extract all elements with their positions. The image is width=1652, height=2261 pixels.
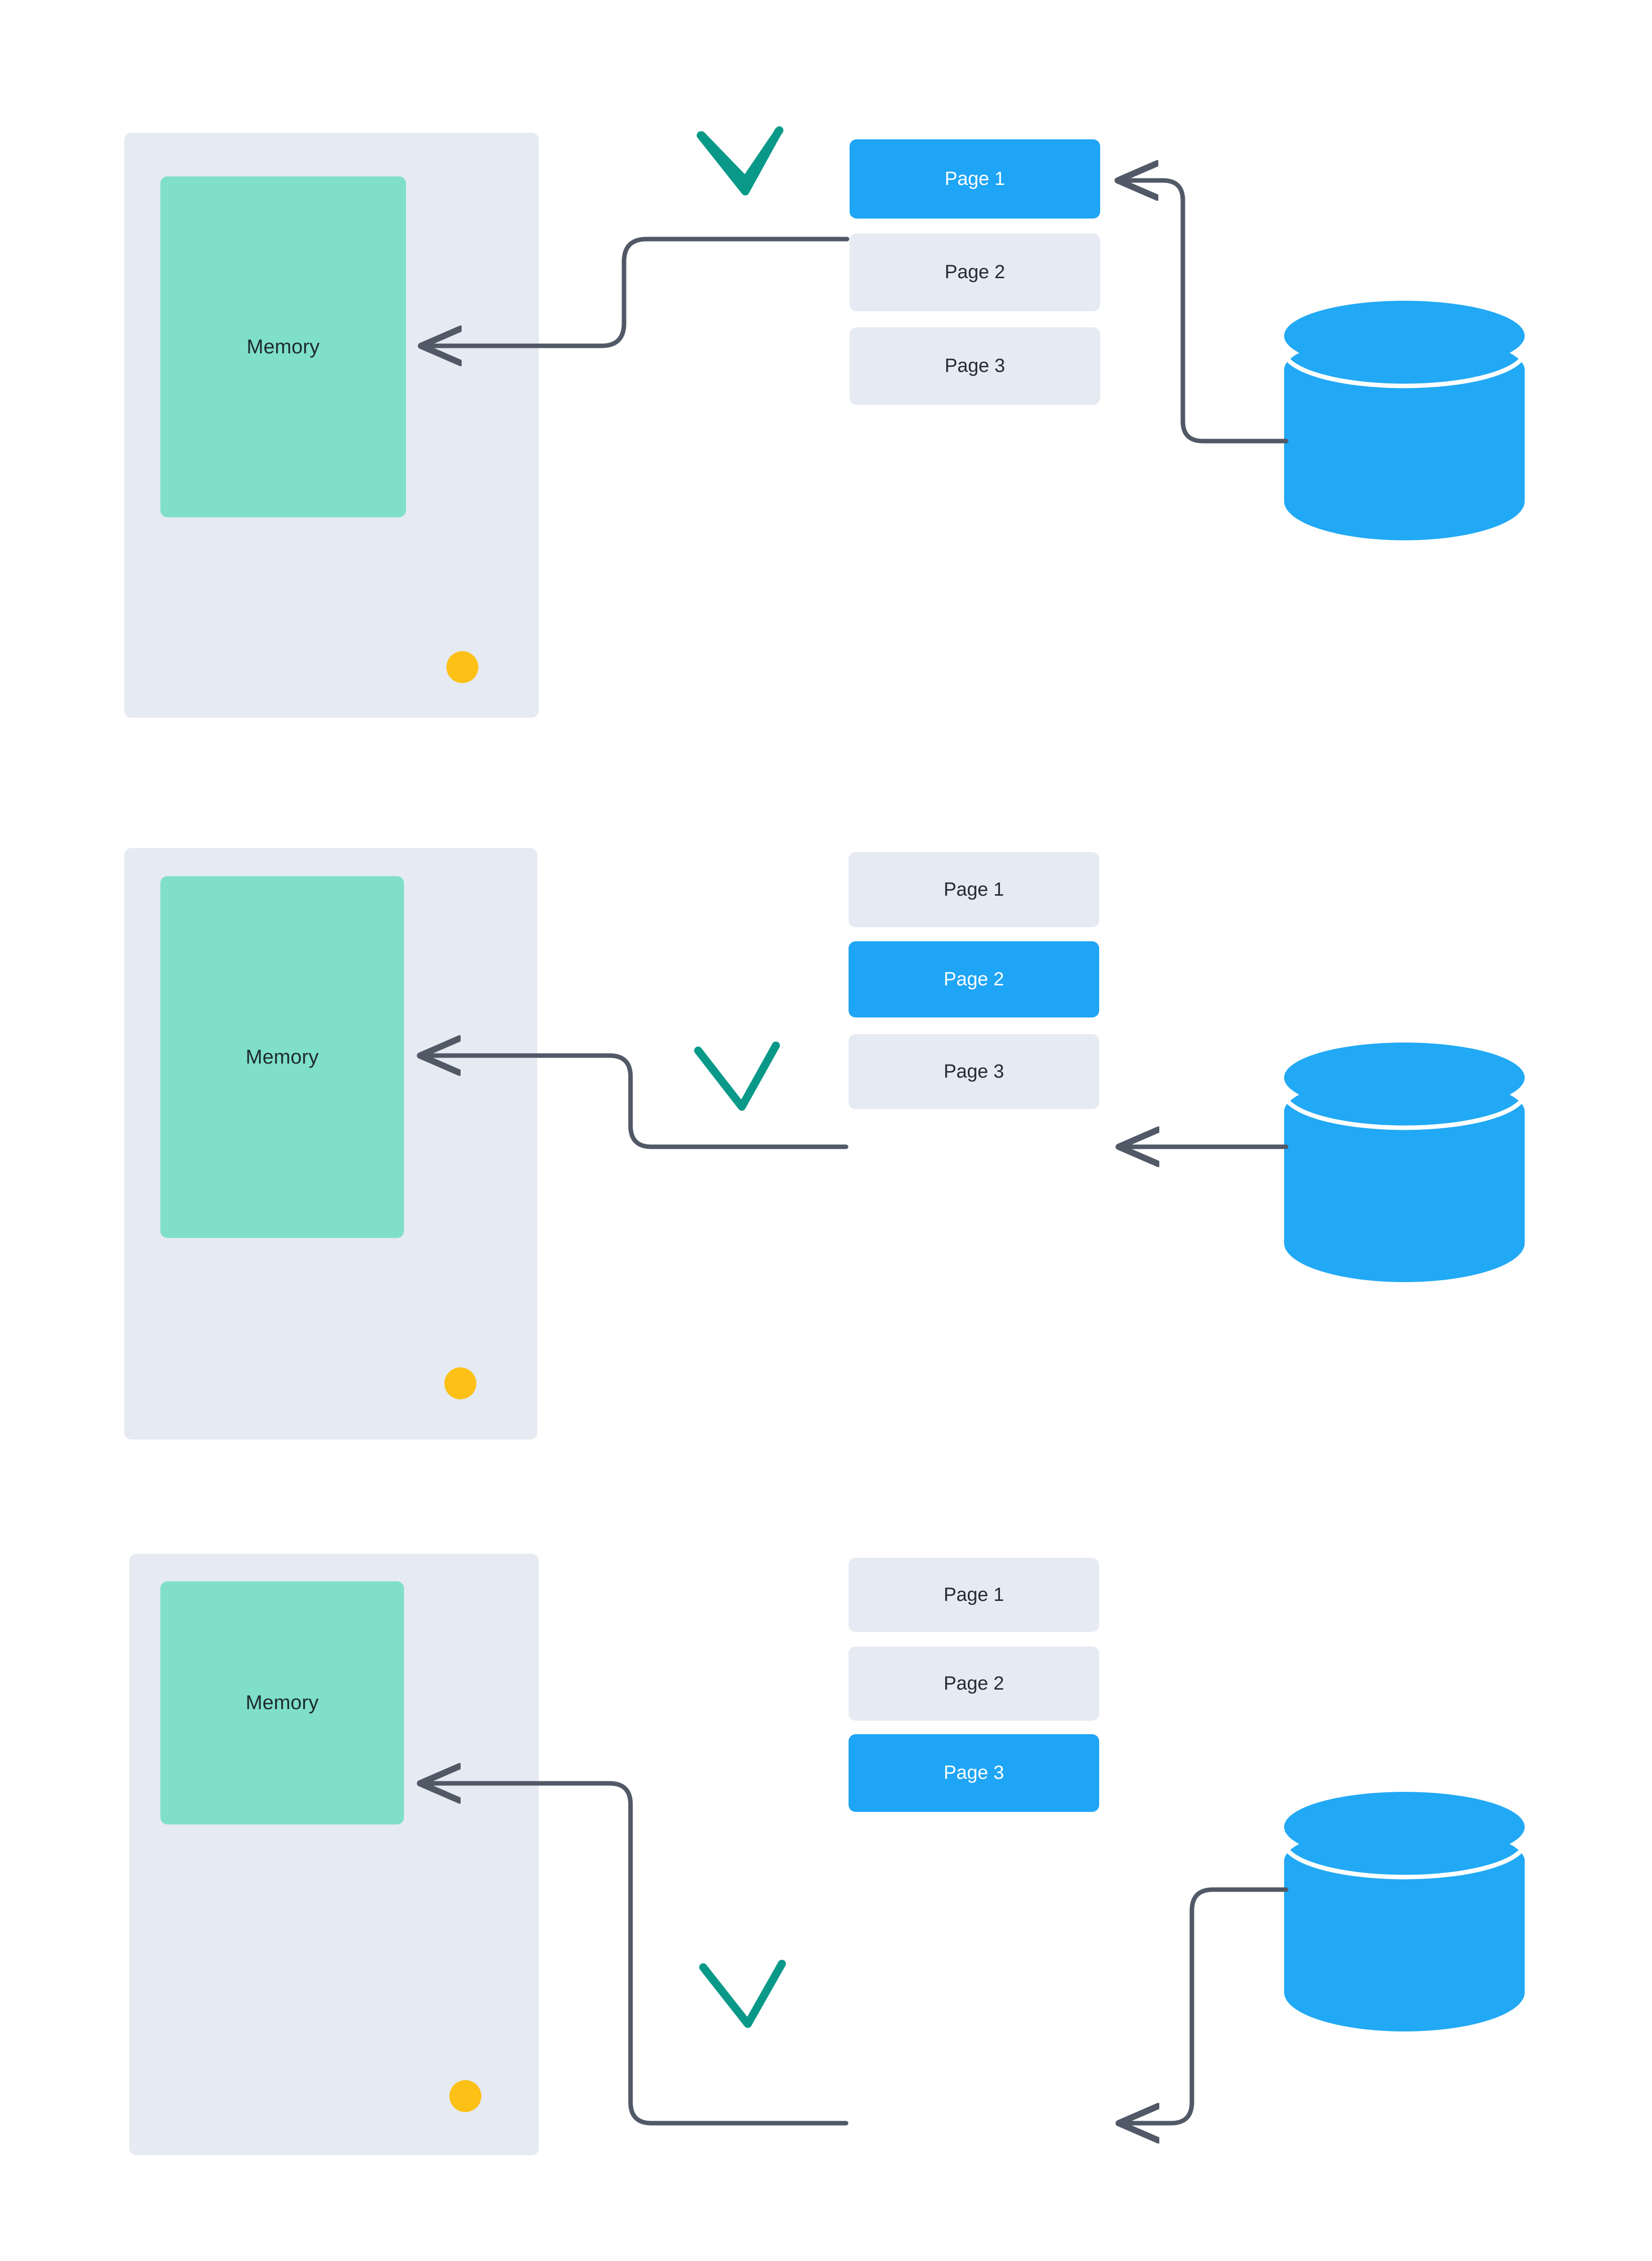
panel-2-page-2-label: Page 2 bbox=[943, 968, 1004, 990]
panel-3-page-2-label: Page 2 bbox=[943, 1673, 1004, 1694]
panel-2-data-source-cylinder[interactable] bbox=[1282, 1043, 1527, 1282]
panel-2-memory-label: Memory bbox=[246, 1046, 319, 1068]
panel-2-arrow-page-to-memory bbox=[420, 1056, 849, 1149]
panel-1-page-2[interactable]: Page 2 bbox=[850, 234, 1100, 311]
panel-2-page-3-label: Page 3 bbox=[943, 1061, 1004, 1082]
panel-1-page-3-label: Page 3 bbox=[944, 355, 1005, 376]
panel-3-memory-box: Memory bbox=[160, 1581, 404, 1824]
panel-2-page-2[interactable]: Page 2 bbox=[849, 941, 1099, 1017]
panel-1-page-2-label: Page 2 bbox=[944, 262, 1005, 283]
panel-1-logo-icon bbox=[446, 640, 499, 694]
panel-3-arrow-source-to-page bbox=[1119, 1887, 1289, 2123]
panel-1-checkmark-icon bbox=[697, 127, 782, 195]
panel-3-page-1-label: Page 1 bbox=[943, 1584, 1004, 1605]
panel-2-page-1[interactable]: Page 1 bbox=[849, 852, 1099, 927]
panel-1-page-1[interactable]: Page 1 bbox=[850, 139, 1100, 219]
panel-1-arrow-page-to-memory bbox=[421, 237, 850, 346]
panel-3-logo-icon bbox=[449, 2069, 502, 2123]
panel-2-memory-box: Memory bbox=[160, 876, 404, 1238]
panel-3-page-3[interactable]: Page 3 bbox=[849, 1734, 1099, 1812]
panel-3-page-2[interactable]: Page 2 bbox=[849, 1647, 1099, 1721]
panel-1-arrow-source-to-page bbox=[1118, 180, 1289, 444]
panel-2-logo-icon bbox=[444, 1356, 497, 1410]
panel-2-page-3[interactable]: Page 3 bbox=[849, 1034, 1099, 1109]
panel-3-checkmark-icon bbox=[699, 1960, 786, 2028]
panel-1-memory-label: Memory bbox=[247, 335, 320, 358]
panel-3-page-1[interactable]: Page 1 bbox=[849, 1558, 1099, 1632]
panel-2-checkmark-icon bbox=[694, 1042, 780, 1111]
panel-3-memory-label: Memory bbox=[246, 1692, 319, 1714]
panel-1-page-3[interactable]: Page 3 bbox=[850, 327, 1100, 405]
panel-1-page-1-label: Page 1 bbox=[944, 168, 1005, 189]
panel-3-arrow-page-to-memory bbox=[420, 1783, 849, 2126]
panel-2-page-1-label: Page 1 bbox=[943, 879, 1004, 900]
panel-1-memory-box: Memory bbox=[160, 176, 406, 517]
panel-3-page-3-label: Page 3 bbox=[943, 1762, 1004, 1783]
panel-3-data-source-cylinder[interactable] bbox=[1282, 1792, 1527, 2031]
panel-1-data-source-cylinder[interactable] bbox=[1282, 301, 1527, 540]
